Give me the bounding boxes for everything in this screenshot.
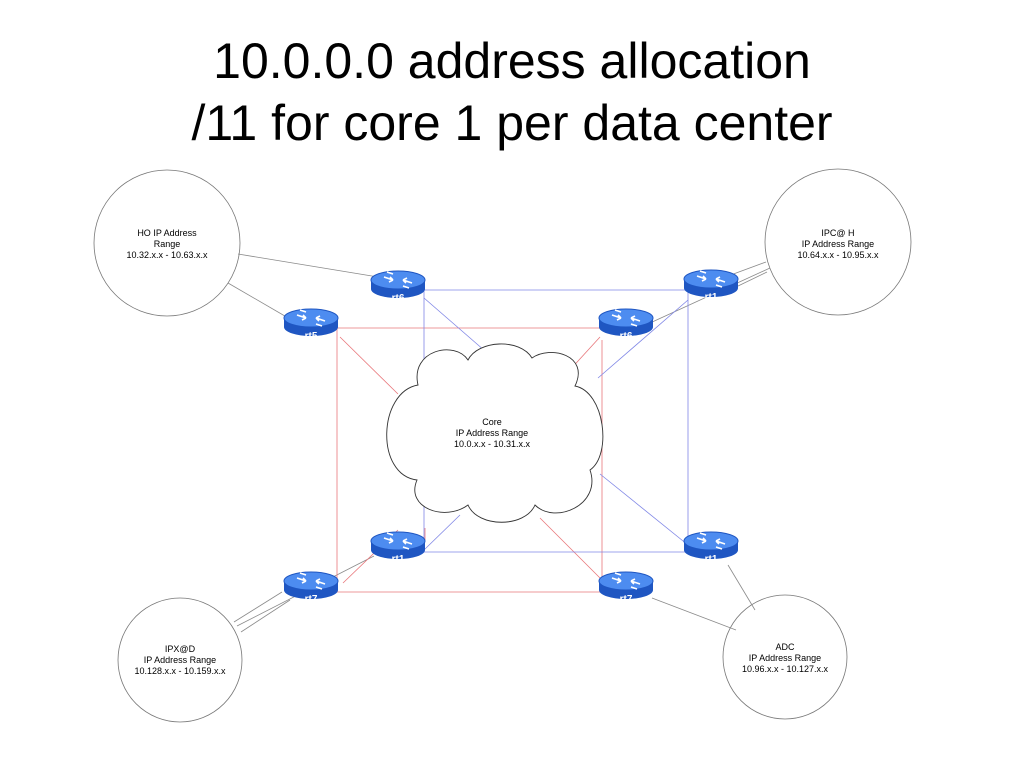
router-rt5-label: rt5: [305, 331, 318, 342]
adc-site-label: ADC IP Address Range 10.96.x.x - 10.127.…: [720, 642, 850, 675]
ipch-site-circle: [764, 168, 912, 316]
ho-site-label: HO IP Address Range 10.32.x.x - 10.63.x.…: [107, 228, 227, 261]
ho-site-circle: [93, 169, 241, 317]
router-rt1-bottom-left-label: rt1: [392, 554, 405, 565]
site-circles: [93, 168, 912, 723]
adc-site-line2: IP Address Range: [748, 653, 822, 663]
slide-title: 10.0.0.0 address allocation /11 for core…: [0, 30, 1024, 154]
router-rt7-left: rt7: [283, 571, 339, 605]
ho-site-name: HO IP Address: [137, 228, 197, 238]
core-site-label: Core IP Address Range 10.0.x.x - 10.31.x…: [432, 417, 552, 450]
routers: rt6 rt5 rt1 rt6 rt1 rt7 rt1 rt7: [283, 269, 739, 605]
ipch-site-range: 10.64.x.x - 10.95.x.x: [797, 250, 879, 260]
ipxd-site-label: IPX@D IP Address Range 10.128.x.x - 10.1…: [115, 644, 245, 677]
ipxd-site-line2: IP Address Range: [143, 655, 217, 665]
router-rt1-top-right-label: rt1: [705, 292, 718, 303]
adc-site-circle: [722, 594, 848, 720]
router-rt1-bottom-right: rt1: [683, 531, 739, 565]
red-links: [310, 327, 626, 593]
router-rt6-right: rt6: [598, 308, 654, 342]
adc-site-range: 10.96.x.x - 10.127.x.x: [741, 664, 829, 674]
ipch-site-label: IPC@ H IP Address Range 10.64.x.x - 10.9…: [778, 228, 898, 261]
core-cloud: [386, 343, 604, 523]
core-site-line2: IP Address Range: [455, 428, 529, 438]
router-rt6-right-label: rt6: [620, 331, 633, 342]
ipxd-site-range: 10.128.x.x - 10.159.x.x: [134, 666, 226, 676]
title-line-1: 10.0.0.0 address allocation: [213, 33, 811, 89]
router-rt7-right-label: rt7: [620, 594, 633, 605]
router-rt7-left-label: rt7: [305, 594, 318, 605]
router-rt1-bottom-right-label: rt1: [705, 554, 718, 565]
core-site-name: Core: [482, 417, 502, 427]
title-line-2: /11 for core 1 per data center: [191, 95, 833, 151]
adc-site-name: ADC: [775, 642, 795, 652]
ipxd-site-name: IPX@D: [164, 644, 196, 654]
ipxd-site-circle: [117, 597, 243, 723]
ipch-site-name: IPC@ H: [821, 228, 855, 238]
router-rt1-bottom-left: rt1: [370, 531, 426, 565]
router-rt5: rt5: [283, 308, 339, 342]
ipch-site-line2: IP Address Range: [801, 239, 875, 249]
router-rt6-top-label: rt6: [392, 293, 405, 304]
ho-site-line2: Range: [153, 239, 181, 249]
router-rt1-top-right: rt1: [683, 269, 739, 303]
ho-site-range: 10.32.x.x - 10.63.x.x: [126, 250, 208, 260]
router-rt6-top: rt6: [370, 270, 426, 304]
router-rt7-right: rt7: [598, 571, 654, 605]
core-site-range: 10.0.x.x - 10.31.x.x: [453, 439, 531, 449]
